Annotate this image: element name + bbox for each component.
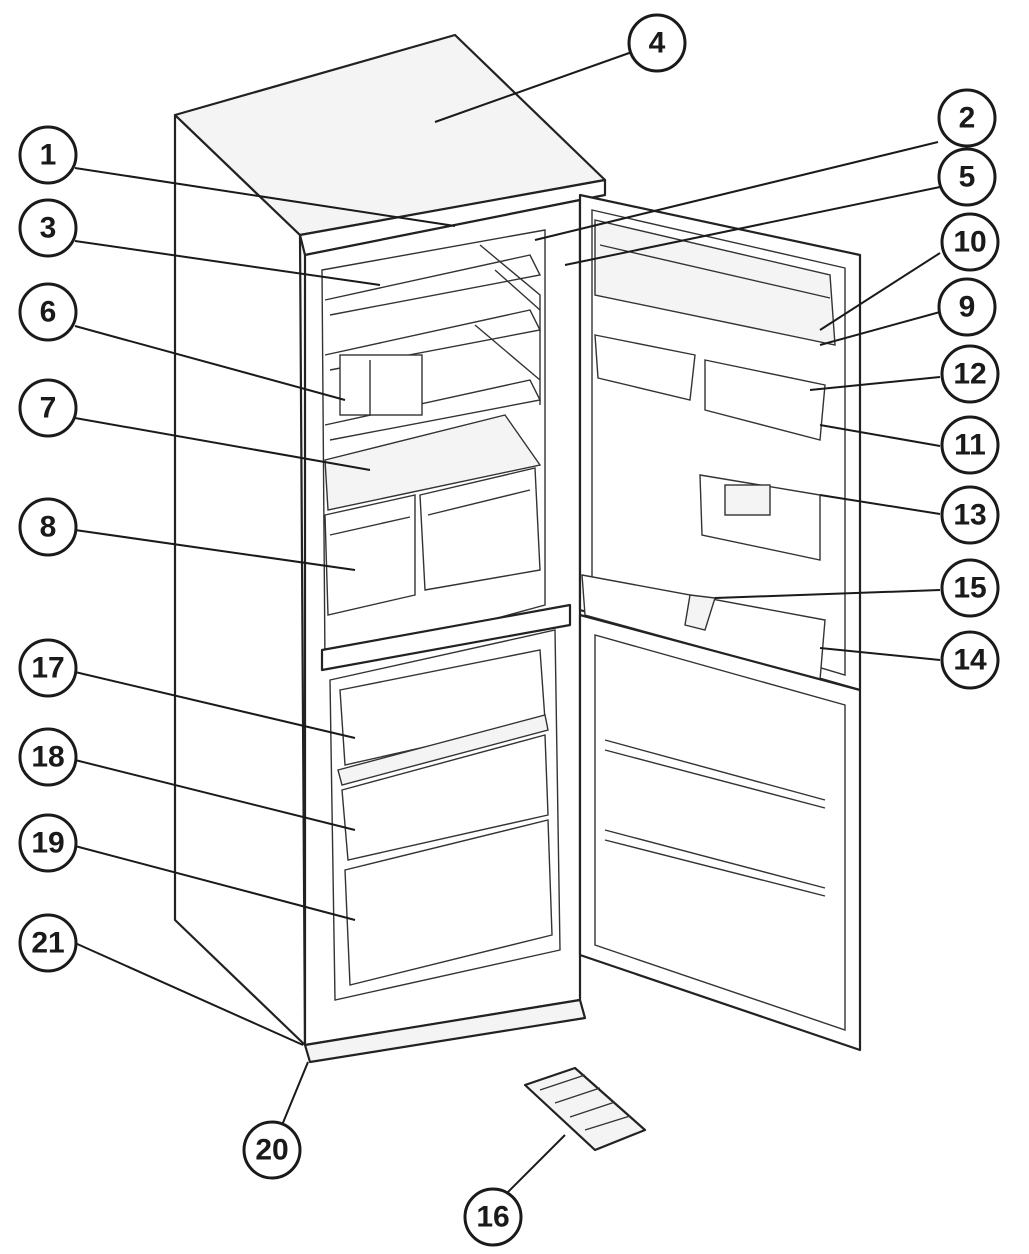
svg-text:7: 7 (40, 392, 57, 425)
callout-16: 16 (463, 1187, 523, 1247)
callout-8: 8 (18, 497, 78, 557)
callout-4: 4 (627, 13, 687, 73)
callout-13: 13 (940, 485, 1000, 545)
svg-text:17: 17 (31, 652, 64, 685)
svg-text:15: 15 (953, 572, 986, 605)
svg-text:13: 13 (953, 499, 986, 532)
leader-9 (819, 311, 941, 346)
svg-text:20: 20 (255, 1134, 288, 1167)
callout-17: 17 (18, 638, 78, 698)
freezer-door (578, 613, 862, 1052)
ice-tray (523, 1066, 647, 1152)
leader-13 (819, 494, 941, 515)
svg-text:12: 12 (953, 358, 986, 391)
callouts: 1 2 3 4 5 6 7 8 9 10 11 12 13 14 15 16 1… (18, 13, 1000, 1247)
leader-2 (534, 141, 939, 241)
leader-18 (74, 759, 356, 831)
callout-19: 19 (18, 813, 78, 873)
callout-6: 6 (18, 282, 78, 342)
svg-text:9: 9 (959, 291, 976, 324)
svg-text:18: 18 (31, 741, 64, 774)
svg-text:4: 4 (649, 27, 666, 60)
leader-5 (564, 186, 941, 266)
svg-text:1: 1 (40, 139, 57, 172)
leader-15 (714, 589, 941, 599)
leader-14 (819, 647, 941, 661)
leader-17 (74, 671, 356, 739)
svg-text:19: 19 (31, 827, 64, 860)
callout-20: 20 (242, 1120, 302, 1180)
leader-19 (74, 845, 356, 921)
svg-text:2: 2 (959, 102, 976, 135)
leader-21 (74, 942, 304, 1046)
callout-5: 5 (937, 147, 997, 207)
leader-4 (434, 51, 633, 123)
leader-11 (819, 424, 941, 447)
callout-9: 9 (937, 277, 997, 337)
leader-1 (74, 167, 456, 227)
callout-2: 2 (937, 88, 997, 148)
svg-text:5: 5 (959, 161, 976, 194)
leader-20 (279, 1061, 309, 1131)
fridge-cabinet (173, 33, 607, 1064)
svg-text:21: 21 (31, 927, 64, 960)
leader-lines (74, 51, 941, 1196)
leader-6 (74, 325, 346, 401)
callout-1: 1 (18, 125, 78, 185)
svg-text:11: 11 (954, 429, 986, 462)
leader-8 (74, 529, 356, 571)
callout-10: 10 (940, 212, 1000, 272)
leader-10 (819, 252, 941, 331)
svg-text:16: 16 (476, 1201, 509, 1234)
callout-11: 11 (940, 415, 1000, 475)
callout-18: 18 (18, 727, 78, 787)
svg-text:8: 8 (40, 511, 57, 544)
callout-3: 3 (18, 198, 78, 258)
fridge-door (578, 193, 862, 692)
svg-text:6: 6 (40, 296, 57, 329)
callout-14: 14 (940, 630, 1000, 690)
leader-7 (74, 417, 371, 471)
svg-text:3: 3 (40, 212, 57, 245)
leader-3 (74, 240, 381, 286)
callout-21: 21 (18, 913, 78, 973)
callout-7: 7 (18, 378, 78, 438)
svg-text:14: 14 (953, 644, 987, 677)
leader-16 (504, 1134, 566, 1196)
leader-12 (809, 376, 941, 391)
svg-text:10: 10 (953, 226, 986, 259)
callout-12: 12 (940, 344, 1000, 404)
callout-15: 15 (940, 558, 1000, 618)
